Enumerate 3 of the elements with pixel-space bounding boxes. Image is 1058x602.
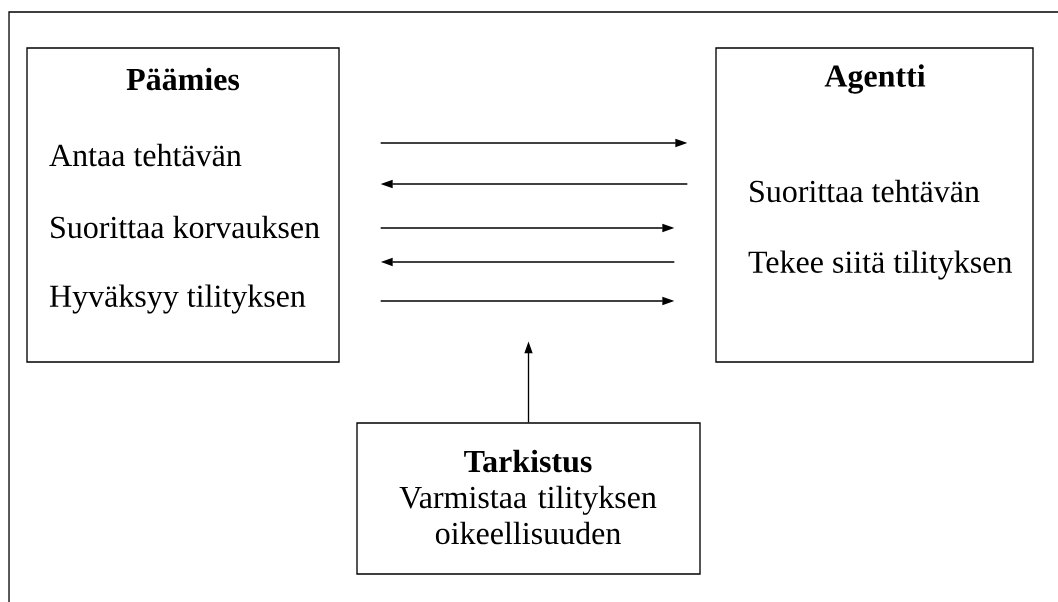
process-box: Päämies Antaa tehtävän Suorittaa korvauksen Hyväksyy tilityksen	[26, 47, 340, 363]
process-box: Tarkistus Varmistaa tilityksen oikeellisuuden	[356, 422, 701, 575]
process-box: Agentti Suorittaa tehtävän Tekee siitä tilityksen	[715, 47, 1034, 363]
